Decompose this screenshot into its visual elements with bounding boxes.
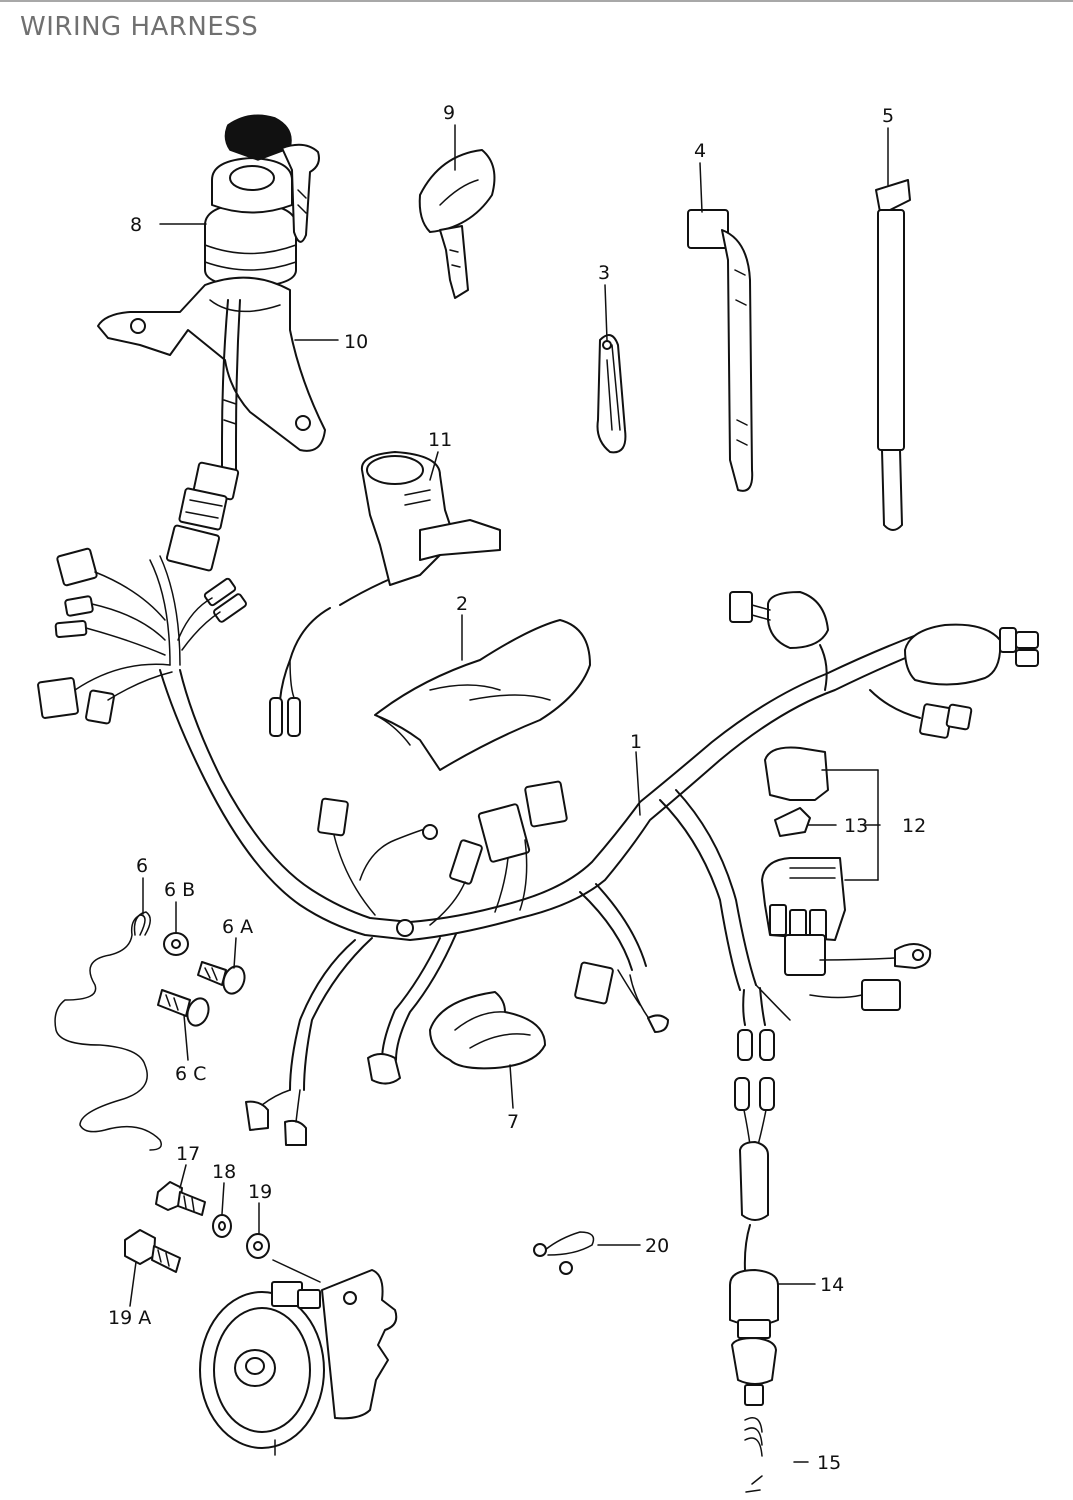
wire-spring-6: [54, 911, 162, 1151]
key-11: [418, 149, 496, 299]
center-right-connector: [574, 961, 669, 1033]
clamp-sleeve-7: [429, 991, 546, 1070]
fasteners-6: [157, 932, 246, 1027]
callout-12: 10: [344, 331, 368, 353]
cable-tie-4: [687, 209, 754, 492]
horn: [199, 1269, 398, 1456]
cable-tie-5: [875, 179, 911, 531]
callout-13: 11: [428, 429, 452, 451]
switch-housing: [269, 451, 501, 737]
top-divider: [0, 0, 1073, 2]
callout-20: 20: [645, 1235, 669, 1257]
callout-6b: 6 B: [164, 879, 195, 901]
relay-fuse-block: [761, 746, 846, 976]
callout-19: 19: [248, 1181, 272, 1203]
callout-15: 15: [817, 1452, 841, 1474]
callout-8: 12: [902, 815, 926, 837]
callout-labels: 8 9 10 11 3 4 5 2 1 13 12 6 6 B 6 A 6 C …: [108, 102, 926, 1474]
callout-5: 5: [882, 105, 894, 127]
callout-6c: 6 C: [175, 1063, 206, 1085]
center-connectors: [317, 780, 568, 937]
headlight-connectors: [729, 591, 1039, 739]
protector-cover: [374, 619, 591, 771]
callout-2: 2: [456, 593, 468, 615]
left-connector-cluster: [37, 547, 247, 725]
callout-9: 13: [844, 815, 868, 837]
callout-6: 6: [136, 855, 148, 877]
lower-left-terminals: [245, 1053, 401, 1146]
horn-fasteners: [124, 1181, 270, 1273]
ignition-bracket: [97, 276, 326, 452]
callout-1: 1: [630, 731, 642, 753]
ignition-switch: [204, 114, 320, 306]
main-harness: [159, 635, 921, 1091]
callout-11: 9: [443, 102, 455, 124]
leader-lines: [129, 124, 889, 1493]
callout-19a: 19 A: [108, 1307, 151, 1329]
callout-4: 4: [694, 140, 706, 162]
callout-14: 14: [820, 1274, 844, 1296]
right-lower-connectors: [734, 943, 932, 1271]
callout-7: 7: [507, 1111, 519, 1133]
callout-18: 18: [212, 1161, 236, 1183]
callout-10: 8: [130, 214, 142, 236]
callout-3: 3: [598, 262, 610, 284]
neutral-switch: [729, 1269, 779, 1457]
clip-20: [533, 1231, 595, 1275]
clamp-3: [596, 334, 627, 454]
page-title: WIRING HARNESS: [20, 12, 259, 42]
callout-6a: 6 A: [222, 916, 253, 938]
ignition-lead: [221, 299, 241, 471]
main-connector-stack: [165, 461, 240, 572]
callout-17: 17: [176, 1143, 200, 1165]
